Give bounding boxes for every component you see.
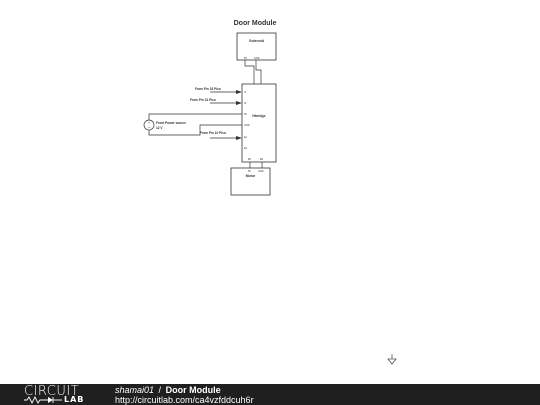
hbridge-pin-e1: E1	[244, 136, 248, 139]
motor-pin-5v: 5V	[248, 170, 251, 173]
solenoid-pin-5v: 5V	[244, 57, 247, 60]
hbridge-label: Hbridge	[252, 114, 265, 118]
hbridge-pin-b1: B1	[248, 158, 252, 161]
author-name[interactable]: shamai01	[115, 385, 155, 395]
motor-component[interactable]: 5V GND Motor	[230, 167, 271, 196]
input-arrows	[236, 90, 242, 140]
resistor-diode-icon	[24, 396, 62, 404]
input-label-pin33: From Pin 33 Pico	[195, 87, 221, 91]
hbridge-pin-5v: 5V	[244, 113, 247, 116]
wires	[148, 60, 263, 168]
solenoid-pin-gnd: GND	[254, 57, 260, 60]
plus-symbol: +	[148, 120, 151, 125]
footer-bar: CIRCUIT LAB shamai01 / Door Module http:…	[0, 384, 540, 405]
schematic-canvas: Door Module Solenoid 5V GND From Pin 33 …	[143, 20, 397, 365]
diagram-title: Door Module	[234, 20, 277, 27]
solenoid-label: Solenoid	[249, 39, 264, 43]
minus-symbol: −	[148, 125, 151, 130]
input-label-pin31: From Pin 31 Pico	[190, 98, 216, 102]
power-source-label: Front Power source	[156, 121, 186, 125]
hbridge-pin-i2: I2	[244, 102, 247, 105]
solenoid-component[interactable]: Solenoid 5V GND	[236, 32, 277, 61]
motor-label: Motor	[246, 174, 256, 178]
project-url-link[interactable]: http://circuitlab.com/ca4vzfddcuh6r	[115, 395, 254, 405]
hbridge-component[interactable]: Hbridge I1 I2 5V GND E1 E2 B1 B2	[241, 83, 277, 163]
hbridge-pin-b2: B2	[260, 158, 264, 161]
logo-circuit-text: CIRCUIT	[24, 384, 80, 399]
project-title-line: shamai01 / Door Module	[115, 385, 221, 395]
circuitlab-logo[interactable]: CIRCUIT LAB	[24, 384, 94, 405]
project-name: Door Module	[165, 385, 221, 395]
power-source-component[interactable]: + − Front Power source 12 V	[143, 119, 186, 131]
logo-lab-text: LAB	[64, 395, 85, 404]
motor-pin-gnd: GND	[258, 170, 264, 173]
power-source-value: 12 V	[156, 126, 163, 130]
title-separator: /	[158, 385, 162, 395]
hbridge-pin-gnd: GND	[244, 124, 250, 127]
ground-icon[interactable]	[387, 354, 397, 365]
hbridge-pin-e2: E2	[244, 147, 248, 150]
hbridge-pin-i1: I1	[244, 91, 247, 94]
input-label-pin10: From Pin 10 Pico	[200, 131, 226, 135]
